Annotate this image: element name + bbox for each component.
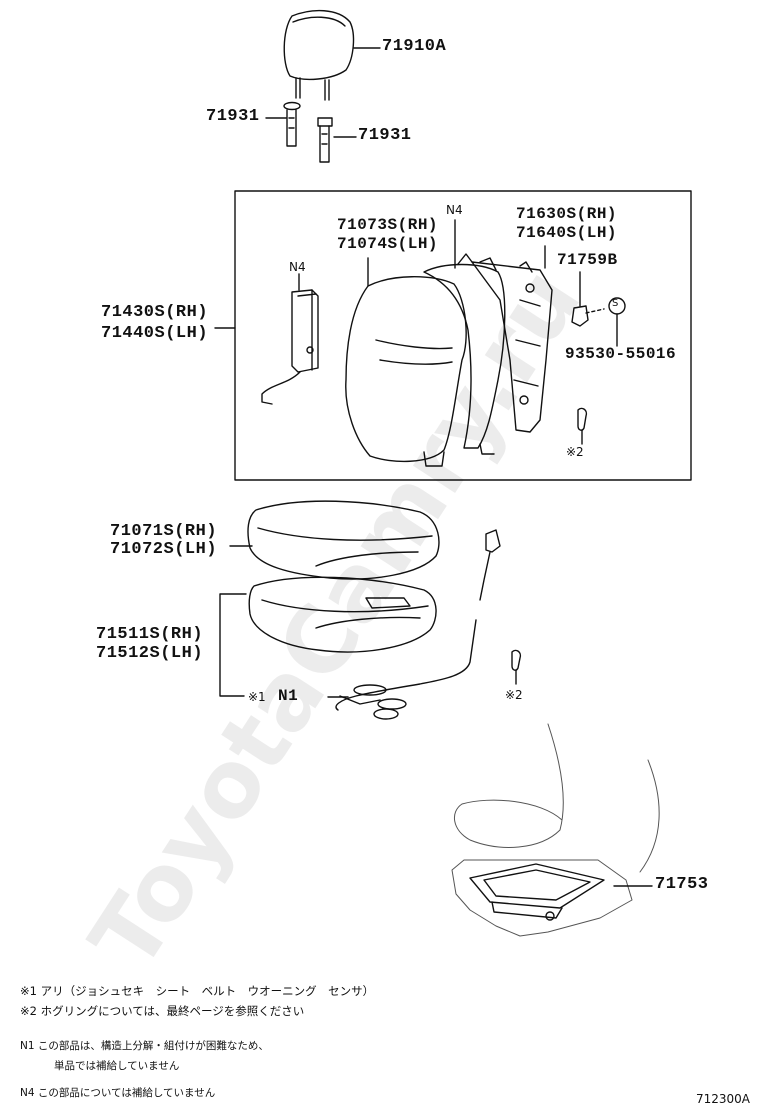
- footnote-1: ※1 アリ（ジョシュセキ シート ベルト ウオーニング センサ）: [20, 984, 375, 998]
- label-back-assy-rh[interactable]: 71430S(RH): [101, 303, 209, 322]
- label-headrest[interactable]: 71910A: [382, 37, 447, 56]
- label-tray[interactable]: 71753: [655, 875, 709, 894]
- label-cushion-assy-lh[interactable]: 71512S(LH): [96, 644, 204, 663]
- footnote-3a: N1 この部品は、構造上分解・組付けが困難なため、: [20, 1040, 269, 1052]
- seat-back-cover-drawing: [423, 253, 506, 455]
- label-hog-ring-2: ※2: [505, 688, 523, 702]
- label-frame-rh[interactable]: 71630S(RH): [516, 205, 618, 223]
- label-frame-lh[interactable]: 71640S(LH): [516, 224, 618, 242]
- label-sensor-note: N1: [278, 687, 299, 705]
- footnote-2: ※2 ホグリングについては、最終ページを参照ください: [20, 1004, 305, 1018]
- diagram-code: 712300A: [695, 1092, 750, 1106]
- hog-ring-2-drawing: [511, 649, 522, 671]
- label-back-pad-rh[interactable]: 71073S(RH): [337, 216, 439, 234]
- label-support-left[interactable]: 71931: [206, 107, 260, 126]
- clip-drawing: [571, 305, 605, 327]
- headrest-supports-drawing: [283, 101, 333, 163]
- seat-back-frame-drawing: [471, 257, 553, 433]
- label-cushion-cover-lh[interactable]: 71072S(LH): [110, 540, 218, 559]
- seat-back-pad-drawing: [345, 276, 467, 467]
- label-back-pad-lh[interactable]: 71074S(LH): [337, 235, 439, 253]
- cushion-pad-drawing: [248, 576, 437, 653]
- label-hog-ring-1: ※2: [566, 445, 584, 459]
- seat-silhouette-drawing: [451, 723, 660, 937]
- headrest-drawing: [283, 9, 355, 101]
- label-screw-symbol: S: [612, 298, 619, 309]
- footnote-3b: 単品では補給していません: [54, 1060, 180, 1072]
- airbag-module-drawing: [261, 289, 319, 405]
- label-cushion-cover-rh[interactable]: 71071S(RH): [110, 522, 218, 541]
- label-screw[interactable]: 93530-55016: [565, 345, 677, 363]
- label-clip[interactable]: 71759B: [557, 251, 618, 269]
- label-note-n4-airbag: N4: [289, 260, 306, 274]
- seat-back-group-box: [234, 190, 692, 481]
- occupant-sensor-drawing: [335, 529, 501, 720]
- label-note-n4-cover: N4: [446, 203, 463, 217]
- label-sensor-mark: ※1: [248, 690, 266, 704]
- tray-drawing: [469, 863, 605, 921]
- label-back-assy-lh[interactable]: 71440S(LH): [101, 324, 209, 343]
- cushion-cover-drawing: [247, 500, 440, 580]
- label-cushion-assy-rh[interactable]: 71511S(RH): [96, 625, 204, 644]
- label-support-right[interactable]: 71931: [358, 126, 412, 145]
- footnote-4: N4 この部品については補給していません: [20, 1087, 216, 1099]
- hog-ring-1-drawing: [577, 407, 588, 431]
